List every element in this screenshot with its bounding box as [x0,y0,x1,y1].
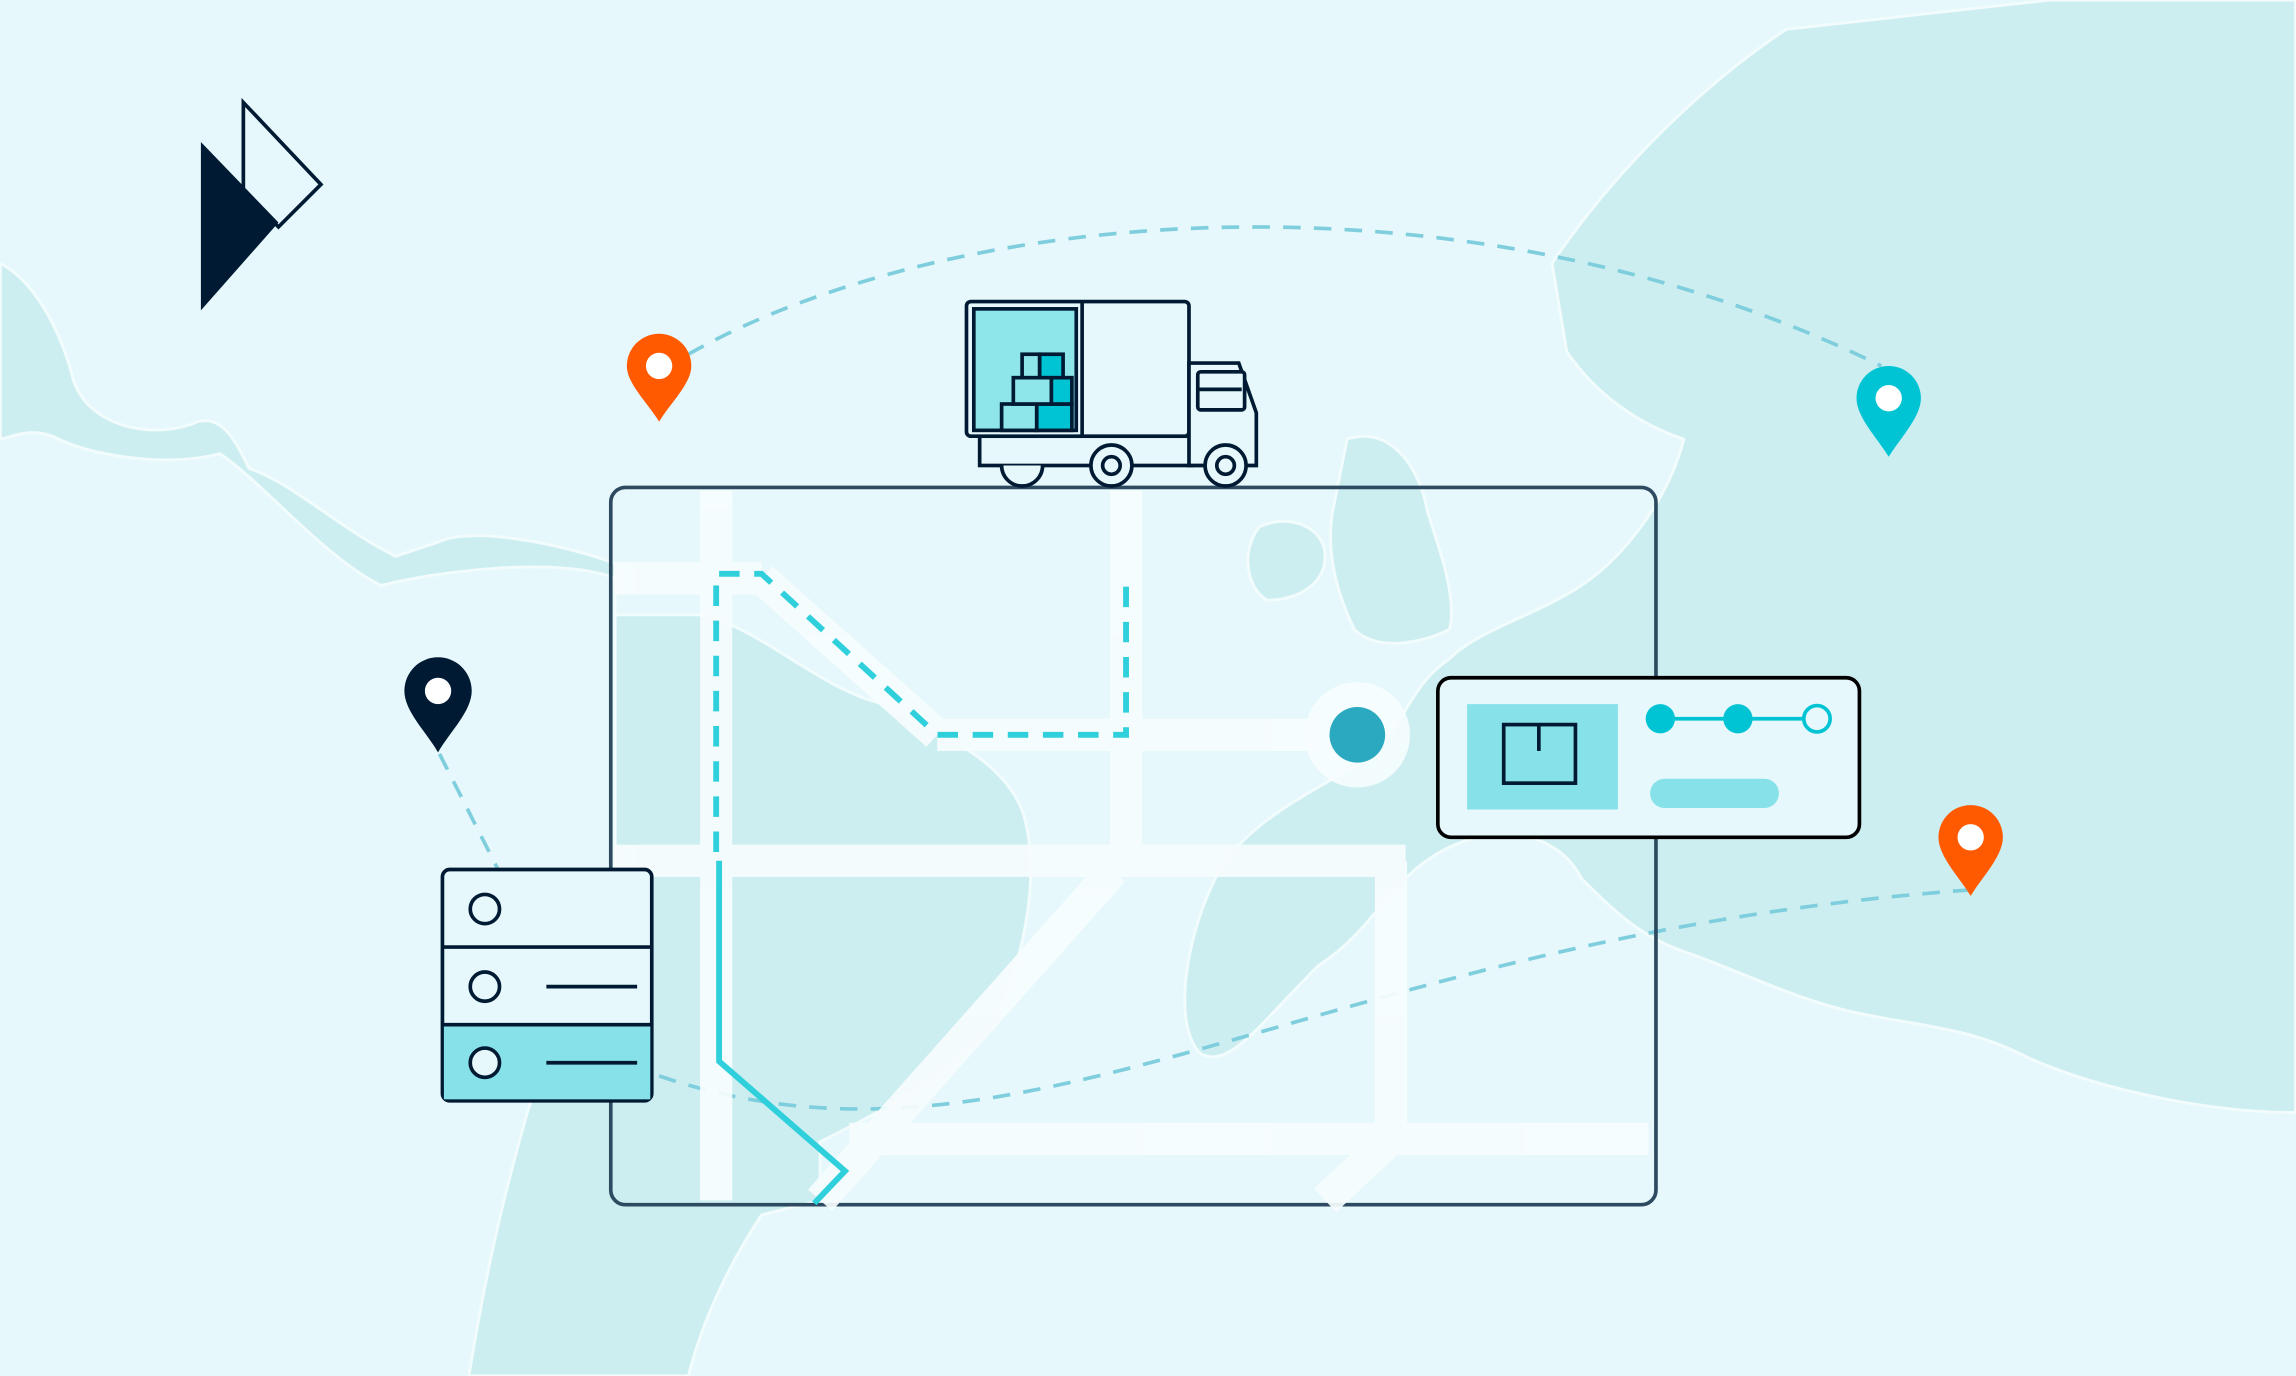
road [1314,1127,1402,1213]
logo-solid-shape [200,141,279,311]
route-map-panel [608,485,1658,1213]
map-pin-icon[interactable] [626,333,692,422]
delivery-truck-icon [964,299,1259,488]
hub-location-dot [1329,707,1386,763]
planned-route [713,570,1129,852]
route-arc-north [687,225,1883,368]
server-led [468,970,502,1004]
land-ireland [1246,519,1327,602]
progress-step-done [1645,704,1675,734]
route-arc-south [658,888,1970,1111]
tracking-card [1436,675,1862,840]
map-frame [608,485,1658,1207]
map-pins [404,333,2003,896]
active-route [716,860,850,1206]
server-led [468,1046,502,1080]
roads [613,490,1649,1213]
progress-step-done [1723,704,1753,734]
map-pin-icon[interactable] [1856,365,1921,457]
server-led [468,892,502,926]
brand-logo [200,97,324,311]
package-icon [1501,722,1578,785]
progress-step-pending [1801,703,1832,734]
road [808,860,1125,1212]
package-tile [1467,704,1618,810]
server-stack-icon [440,867,654,1103]
map-pin-icon[interactable] [404,657,472,753]
logo-outline-shape [241,97,324,230]
map-pin-icon[interactable] [1938,805,2003,896]
status-pill-placeholder [1650,778,1779,809]
land-central-america [0,261,1033,1376]
dashed-routes [437,225,1970,1111]
route-pin-to-server [437,753,500,871]
